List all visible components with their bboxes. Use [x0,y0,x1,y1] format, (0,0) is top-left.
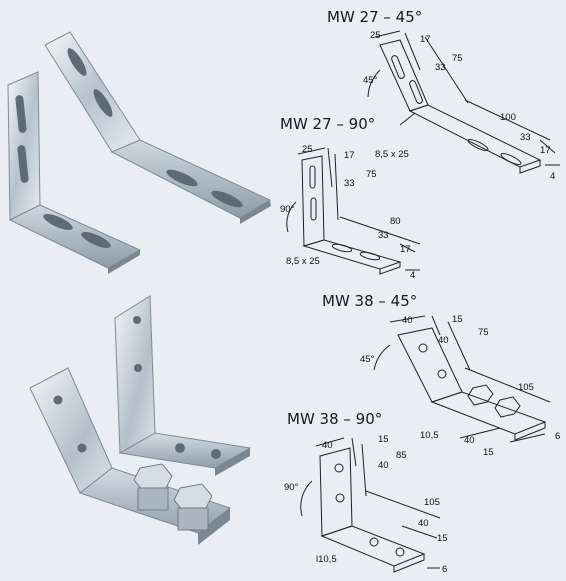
dim-label: 17 [420,34,431,45]
dim-label: 4 [550,171,555,182]
dim-label: 40 [418,518,429,529]
dim-label: 15 [378,434,389,445]
dim-label: 75 [452,53,463,64]
dim-label: 33 [520,132,531,143]
dim-label: 15 [483,447,494,458]
dim-label: 6 [555,431,560,442]
diagram-mw38-90: 40 15 40 85 90° 105 40 15 l10,5 6 [282,426,462,576]
diagram-mw38-45: 40 15 40 75 45° 105 10,5 40 15 6 [360,310,566,460]
dim-label: 40 [322,440,333,451]
dim-label: 90° [284,482,299,493]
dim-label: 40 [402,315,413,326]
diagram-title-mw27-45: MW 27 – 45° [327,8,423,26]
dim-label: 75 [366,169,377,180]
dim-label: 25 [370,30,381,41]
dim-label: 100 [500,112,516,123]
dim-label: 45° [360,354,375,365]
dim-label: 6 [442,564,447,575]
dim-label: 10,5 [420,430,439,441]
dim-label: 8,5 x 25 [286,256,320,267]
diagram-title-mw27-90: MW 27 – 90° [280,115,376,133]
dim-label: 85 [396,450,407,461]
dim-label: 40 [438,335,449,346]
dim-label: 17 [400,244,411,255]
dim-label: 40 [464,435,475,446]
dim-label: 15 [452,314,463,325]
diagram-title-mw38-45: MW 38 – 45° [322,292,418,310]
dim-label: 75 [478,327,489,338]
dim-label: l10,5 [316,554,337,565]
mw38-brackets-photo [0,288,285,576]
mw27-brackets-photo [0,0,285,285]
dim-label: 40 [378,460,389,471]
dim-label: 105 [424,497,440,508]
diagram-mw27-45: 25 17 33 75 45° 100 33 17 4 8,5 x 25 [340,25,566,190]
dim-label: 4 [410,270,415,280]
dim-label: 17 [344,150,355,161]
dim-label: 15 [437,533,448,544]
dim-label: 80 [390,216,401,227]
dim-label: 90° [280,204,295,215]
dim-label: 45° [363,75,378,86]
dim-label: 33 [435,62,446,73]
dim-label: 33 [344,178,355,189]
dim-label: 8,5 x 25 [375,149,409,160]
dim-label: 17 [540,145,551,156]
diagram-mw27-90: 25 17 33 75 90° 80 33 17 4 8,5 x 25 [280,132,450,281]
dim-label: 25 [302,144,313,155]
dim-label: 33 [378,230,389,241]
dim-label: 105 [518,382,534,393]
diagram-title-mw38-90: MW 38 – 90° [287,410,383,428]
